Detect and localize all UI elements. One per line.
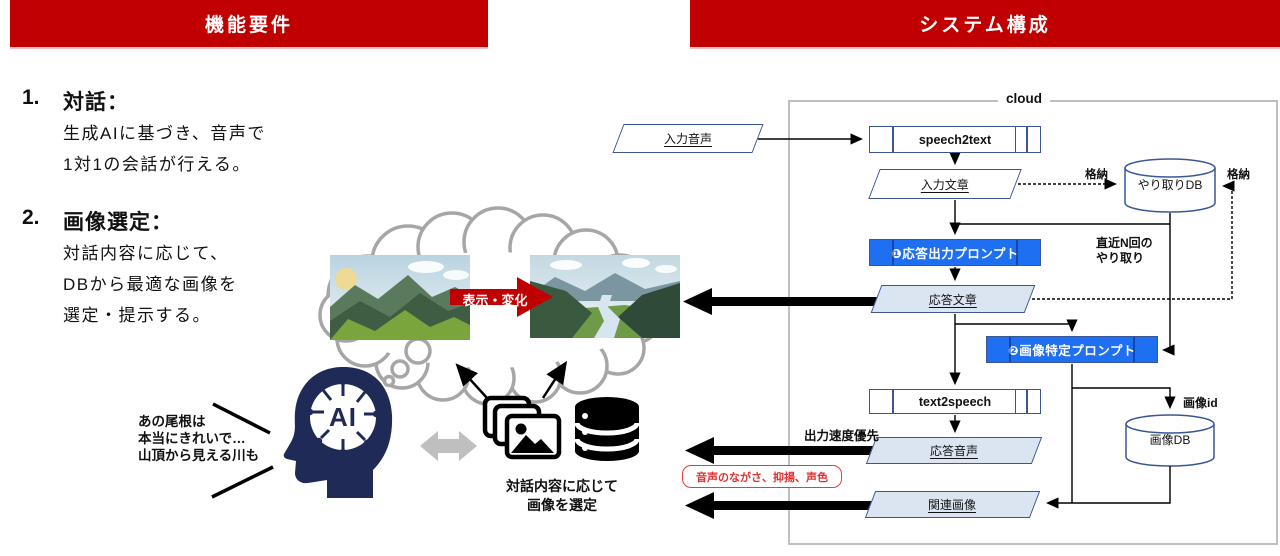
requirement-1-title: 対話： — [63, 91, 129, 114]
caption-line: 対話内容に応じて — [506, 478, 618, 494]
ai-head-icon — [283, 366, 393, 498]
proc-separator — [1016, 240, 1018, 265]
speech-bubble-text: あの尾根は 本当にきれいで… 山頂から見える川も — [138, 413, 259, 464]
requirement-1-line: 1対1の会話が行える。 — [63, 155, 251, 174]
image-selection-caption: 対話内容に応じて 画像を選定 — [472, 477, 652, 515]
proc-separator — [1133, 337, 1135, 362]
arrow-db-to-cloud — [541, 360, 568, 399]
proc-separator — [892, 240, 894, 265]
proc-separator — [1026, 390, 1028, 413]
node-label: ❶応答出力プロンプト — [891, 247, 1019, 261]
image-db-cylinder — [1125, 414, 1215, 467]
thick-output-arrows — [683, 288, 878, 519]
label-line: 直近N回の — [1096, 236, 1153, 250]
node-related-image: 関連画像 — [864, 491, 1041, 518]
arrow-stack-to-cloud — [455, 363, 488, 399]
speed-priority-label: 出力速度優先 — [804, 429, 880, 443]
transform-arrow-label: 表示・変化 — [462, 293, 528, 308]
double-arrow-icon — [420, 431, 477, 461]
mountain-photo-left-icon — [330, 255, 470, 340]
photo-stack-icon — [482, 395, 562, 460]
node-prompt2: ❷画像特定プロンプト — [986, 336, 1158, 363]
node-text2speech: text2speech — [869, 389, 1041, 414]
node-label: text2speech — [918, 394, 992, 409]
proc-separator — [1009, 337, 1011, 362]
exchange-db-cylinder — [1124, 158, 1216, 213]
ai-head-label: AI — [329, 402, 357, 432]
node-label: 関連画像 — [928, 498, 977, 512]
requirement-1-line: 生成AIに基づき、音声で — [63, 124, 266, 143]
requirement-2-title: 画像選定： — [63, 211, 173, 234]
proc-separator — [1014, 390, 1016, 413]
cloud-label: cloud — [998, 91, 1050, 106]
caption-line: 画像を選定 — [527, 497, 597, 513]
header-functional-requirements: 機能要件 — [10, 0, 488, 47]
label-line: やり取り — [1096, 251, 1145, 265]
speech-line: 本当にきれいで… — [138, 431, 246, 446]
node-label: speech2text — [918, 132, 992, 147]
header-system-configuration: システム構成 — [690, 0, 1280, 47]
node-response-voice: 応答音声 — [865, 437, 1043, 464]
requirement-2-number: 2. — [22, 206, 40, 229]
store-label-left: 格納 — [1085, 169, 1108, 181]
node-input-text: 入力文章 — [868, 169, 1022, 199]
node-prompt1: ❶応答出力プロンプト — [869, 239, 1041, 266]
voice-attributes-note: 音声のながさ、抑揚、声色 — [682, 465, 842, 488]
transform-arrow-icon — [450, 277, 553, 317]
requirement-2-line: DBから最適な画像を — [63, 275, 238, 294]
database-icon — [574, 397, 640, 461]
proc-separator — [892, 127, 894, 152]
mountain-photo-right-icon — [530, 255, 680, 338]
proc-separator — [1014, 127, 1016, 152]
speech-emphasis-lines — [211, 402, 274, 499]
requirement-2-body: 対話内容に応じて、 DBから最適な画像を 選定・提示する。 — [63, 238, 238, 331]
node-label: 応答文章 — [928, 292, 977, 307]
node-exchange-db: やり取りDB — [1137, 178, 1203, 192]
recent-exchanges-label: 直近N回の やり取り — [1096, 236, 1153, 266]
image-id-label: 画像id — [1183, 396, 1218, 410]
node-image-db: 画像DB — [1149, 433, 1191, 447]
node-label: 応答音声 — [929, 444, 978, 458]
requirement-2-line: 対話内容に応じて、 — [63, 244, 229, 263]
requirement-1-number: 1. — [22, 86, 40, 109]
requirement-2-line: 選定・提示する。 — [63, 306, 211, 325]
node-input-voice: 入力音声 — [612, 124, 764, 153]
proc-separator — [1026, 127, 1028, 152]
node-label: ❷画像特定プロンプト — [1008, 344, 1136, 358]
node-response-text: 応答文章 — [870, 285, 1036, 313]
speech-line: 山頂から見える川も — [138, 448, 260, 463]
proc-separator — [892, 390, 894, 413]
node-speech2text: speech2text — [869, 126, 1041, 153]
store-label-right: 格納 — [1227, 169, 1250, 181]
requirement-1-body: 生成AIに基づき、音声で 1対1の会話が行える。 — [63, 118, 266, 180]
node-label: 入力文章 — [920, 177, 969, 192]
speech-line: あの尾根は — [138, 414, 206, 429]
flow-connectors — [758, 133, 1235, 509]
node-label: 入力音声 — [663, 132, 712, 146]
